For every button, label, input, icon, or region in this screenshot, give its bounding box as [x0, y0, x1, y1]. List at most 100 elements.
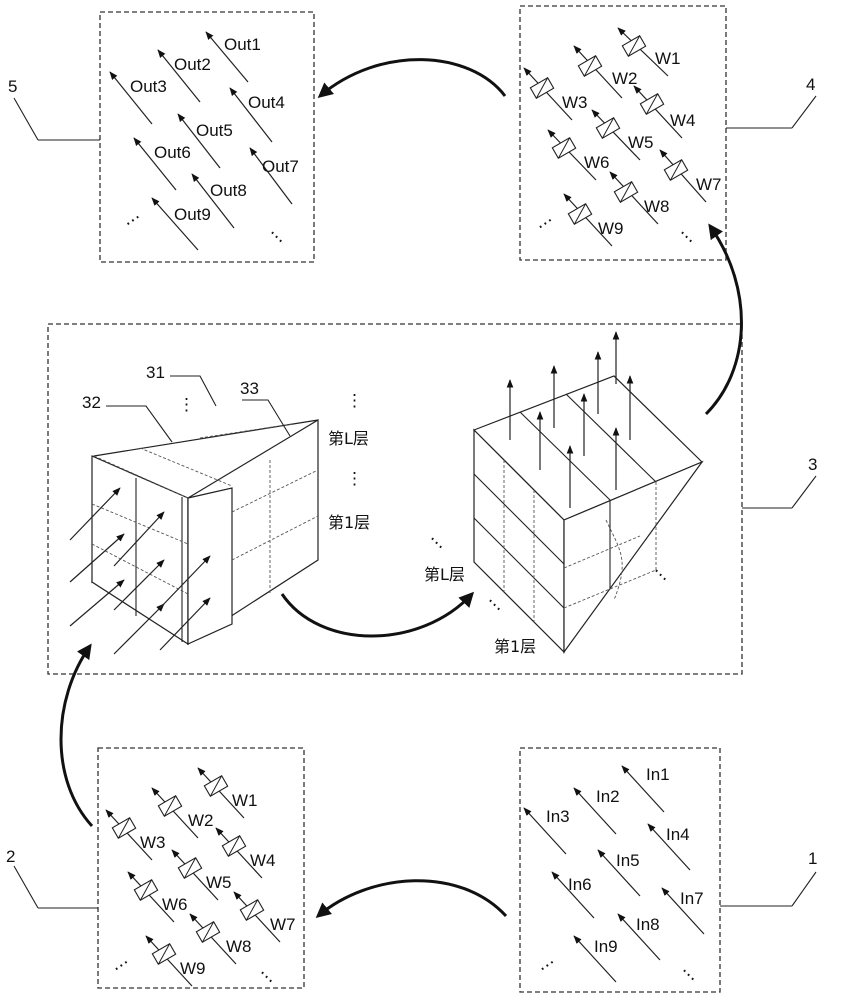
input-arrow	[661, 887, 705, 935]
input-arrow	[573, 787, 617, 835]
output-label-4: Out4	[248, 93, 285, 112]
weights-box-bottom: W1 W2 W3 W4 W5 W6 W7 W8 W9 ⋯ ⋯	[97, 747, 305, 989]
weight-label-5: W5	[628, 133, 654, 152]
ref-4: 4	[806, 75, 815, 94]
ref-3: 3	[808, 455, 817, 474]
layer-1-label-right: 第1层	[494, 637, 536, 656]
vertical-ellipsis: ⋮	[178, 395, 195, 414]
output-arrow	[229, 87, 273, 143]
weight-arrow	[633, 85, 683, 139]
input-box: In1 In2 In3 In4 In5 In6 In7 In8 In9 ⋯ ⋯	[519, 747, 721, 993]
input-arrow	[551, 871, 595, 919]
weight-cell-diagonal	[627, 35, 641, 57]
weight-label-5: W5	[206, 873, 232, 892]
vertical-ellipsis: ⋮	[346, 391, 363, 410]
layer-l-label: 第L层	[328, 429, 369, 448]
weight-label-2: W2	[612, 69, 638, 88]
weight-label-1: W1	[232, 791, 258, 810]
weight-arrow	[609, 171, 659, 225]
prism-input-arrow	[113, 511, 165, 567]
weight-label-7: W7	[696, 175, 722, 194]
stacked-layers-block	[472, 331, 704, 654]
prism-input-arrow	[69, 487, 121, 541]
weight-arrow	[573, 45, 623, 99]
output-label-2: Out2	[174, 55, 211, 74]
weight-label-4: W4	[670, 111, 696, 130]
input-label-9: In9	[594, 937, 618, 956]
ellipsis: ⋯	[482, 592, 507, 617]
weight-label-8: W8	[644, 197, 670, 216]
ref-2: 2	[6, 847, 15, 866]
weight-arrow	[215, 827, 263, 879]
flow-arrow-2-to-3	[59, 643, 94, 828]
weight-label-2: W2	[188, 811, 214, 830]
ref-5: 5	[8, 77, 17, 96]
weight-arrow	[547, 129, 597, 181]
layer-l-label-right: 第L层	[424, 565, 465, 584]
output-arrow	[151, 197, 199, 251]
ellipsis: ⋯	[109, 953, 134, 978]
weight-cell-diagonal	[201, 921, 215, 943]
vertical-ellipsis: ⋮	[346, 469, 363, 488]
weight-arrow	[145, 935, 193, 987]
ellipsis: ⋯	[648, 562, 673, 587]
weight-cell-diagonal	[573, 203, 587, 225]
weight-arrow	[563, 193, 613, 247]
weight-label-9: W9	[180, 959, 206, 978]
weight-cell-diagonal	[139, 879, 153, 901]
weight-arrow	[617, 27, 669, 77]
input-arrow	[617, 913, 661, 961]
output-label-6: Out6	[154, 143, 191, 162]
output-box: Out1 Out2 Out3 Out4 Out5 Out6 Out7 Out8 …	[99, 11, 315, 263]
input-label-7: In7	[680, 889, 704, 908]
weight-arrow	[127, 871, 175, 923]
output-label-9: Out9	[174, 205, 211, 224]
output-arrow	[109, 71, 153, 125]
output-arrow	[205, 31, 249, 83]
ellipsis: ⋯	[424, 530, 449, 555]
weight-cell-diagonal	[209, 775, 223, 797]
weight-arrow	[105, 809, 153, 861]
weight-label-4: W4	[250, 851, 276, 870]
output-arrow	[133, 137, 177, 191]
weight-arrow	[171, 849, 219, 901]
input-arrow	[647, 823, 691, 871]
weight-cell-diagonal	[601, 117, 615, 139]
weight-arrow	[197, 767, 245, 819]
weight-arrow	[151, 787, 199, 839]
weight-label-7: W7	[270, 915, 296, 934]
output-arrow	[157, 49, 201, 103]
weight-arrow	[591, 109, 641, 161]
ref-33: 33	[240, 379, 259, 398]
weight-cell-diagonal	[557, 137, 571, 159]
prism-input-arrow	[113, 603, 165, 655]
ellipsis: ⋯	[674, 224, 699, 249]
prism-input-arrow	[113, 559, 165, 611]
prism-input-arrow	[69, 533, 125, 583]
input-label-2: In2	[596, 787, 620, 806]
ref-1: 1	[808, 849, 817, 868]
weight-label-1: W1	[655, 49, 681, 68]
weight-label-3: W3	[562, 93, 588, 112]
input-arrow	[573, 935, 617, 983]
output-arrow	[177, 113, 221, 169]
weight-arrow	[189, 913, 237, 965]
input-label-1: In1	[646, 765, 670, 784]
output-arrow	[249, 147, 293, 205]
ref-31: 31	[146, 363, 165, 382]
input-arrow	[523, 807, 567, 855]
input-label-3: In3	[546, 807, 570, 826]
input-arrow	[621, 765, 665, 813]
weight-label-8: W8	[226, 937, 252, 956]
weight-cell-diagonal	[245, 899, 259, 921]
ellipsis: ⋯	[264, 224, 289, 249]
weight-label-3: W3	[140, 833, 166, 852]
ellipsis: ⋯	[535, 953, 560, 978]
weights-box-top: W1 W2 W3 W4 W5 W6 W7 W8 W9 ⋯ ⋯	[519, 5, 727, 261]
input-label-6: In6	[568, 875, 592, 894]
ellipsis: ⋯	[533, 211, 558, 236]
flow-arrow-prism-to-block	[280, 591, 475, 638]
input-label-4: In4	[666, 825, 690, 844]
ellipsis: ⋯	[676, 962, 701, 987]
